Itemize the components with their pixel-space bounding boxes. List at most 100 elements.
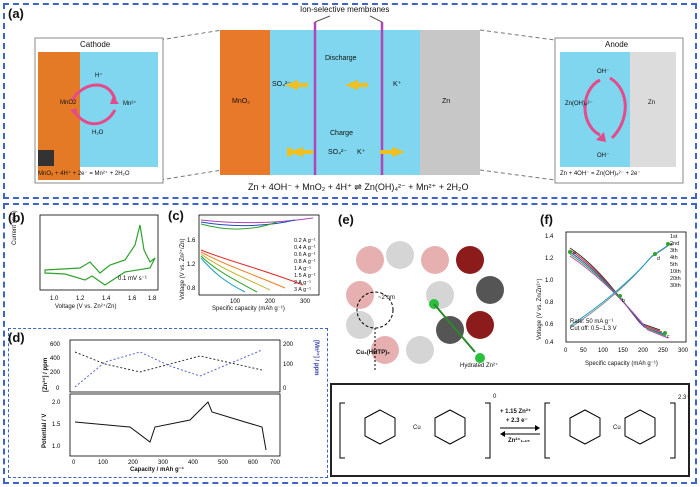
d-ylabel-bottom: Potential / V: [42, 413, 48, 448]
d-ytick-b3: 1.0: [52, 444, 61, 450]
mn-series: [74, 349, 263, 388]
d-xtick-2: 200: [128, 460, 139, 466]
lower-frame: [3, 203, 697, 484]
charge-label: Charge: [330, 130, 353, 137]
reaction-mid: + 2.3 e⁻: [506, 418, 528, 424]
mof-name: Cu₃(HHTP)₂: [356, 350, 390, 356]
f-xtick-0: 0: [564, 348, 568, 354]
c-xlabel: Specific capacity (mAh g⁻¹): [212, 306, 285, 312]
cathode-h-plus: H⁺: [95, 73, 103, 79]
so4-bottom: SO₄²⁻: [328, 149, 347, 156]
c-xtick-3: 300: [300, 299, 311, 305]
c-legend-item: 0.6 A g⁻¹: [294, 252, 316, 258]
f-ytick-1: 1.4: [545, 234, 554, 240]
f-legend-item: 2nd: [670, 241, 680, 247]
cell-zn: Zn: [442, 98, 451, 105]
k-bottom: K⁺: [357, 149, 366, 156]
c-ytick-2: 1.2: [187, 262, 196, 268]
panel-f-chart: 1.4 1.2 1.0 0.8 0.6 0.4 0 50 100 150 200…: [545, 231, 689, 354]
f-point-b: b: [622, 298, 625, 304]
d-xtick-4: 400: [188, 460, 199, 466]
panel-f-label: (f): [540, 212, 553, 227]
f-legend-item: 3th: [670, 248, 678, 254]
b-xtick-4: 1.6: [128, 296, 137, 302]
b-xlabel: Voltage (V vs. Zn²⁺/Zn): [55, 304, 117, 310]
d-ytick-l4: 0: [56, 386, 60, 392]
panel-b-label: (b): [8, 210, 25, 225]
cv-curve: [44, 224, 156, 286]
panel-e-label: (e): [338, 212, 354, 227]
d-ylabel-right: [Mn²⁺] / ppm: [313, 340, 319, 376]
reaction-scheme: [339, 402, 676, 459]
c-legend-item: 2 A g⁻¹: [294, 280, 311, 286]
panel-a-graphic: [34, 15, 684, 184]
b-ylabel: Current (mA): [12, 210, 18, 245]
anode-title: Anode: [605, 40, 629, 49]
f-xtick-1: 50: [580, 348, 587, 354]
panel-b-chart: 1.0 1.2 1.4 1.6 1.8 0.1 mV s⁻¹: [39, 214, 159, 302]
d-xtick-5: 500: [218, 460, 229, 466]
f-legend-item: 5th: [670, 262, 678, 268]
d-ytick-l3: 200: [50, 370, 61, 376]
b-annotation: 0.1 mV s⁻¹: [118, 276, 147, 282]
panel-c-chart: 1.6 1.2 0.8 100 200 300: [187, 214, 320, 305]
anode-oh-top: OH⁻: [597, 69, 610, 75]
f-xtick-2: 100: [598, 348, 609, 354]
f-ylabel: Voltage (V vs. Zn/Zn²⁺): [537, 278, 543, 340]
reaction-bottom: Zn²⁺₁.₁₅: [508, 438, 530, 444]
charge-right: 2.3⁻: [678, 395, 690, 401]
b-xtick-5: 1.8: [148, 296, 157, 302]
anode-equation: Zn + 4OH⁻ = Zn(OH)₄²⁻ + 2e⁻: [560, 171, 641, 177]
f-legend-item: 10th: [670, 269, 681, 275]
cu-left: Cu: [413, 425, 421, 431]
anode-zincate: Zn(OH)₄²⁻: [565, 101, 593, 107]
panel-d-frame: [8, 328, 328, 478]
panel-a-label: (a): [8, 6, 24, 21]
panel-d-label: (d): [8, 330, 25, 345]
c-ylabel: Voltage (V vs. Zn²⁺/Zn): [180, 238, 186, 300]
c-ytick-1: 1.6: [187, 238, 196, 244]
potential-curve: [74, 401, 267, 451]
c-ytick-3: 0.8: [187, 286, 196, 292]
f-ytick-5: 0.6: [545, 322, 554, 328]
zn-series: [74, 351, 263, 373]
cell-mno2: MnO₂: [232, 98, 250, 105]
d-xtick-3: 300: [158, 460, 169, 466]
f-xtick-6: 300: [678, 348, 689, 354]
d-ytick-b2: 1.5: [52, 422, 61, 428]
f-ytick-2: 1.2: [545, 256, 554, 262]
panel-d-chart: 600 400 200 0 200 100 0 2.0 1.5 1.0 0 10…: [50, 339, 294, 466]
anode-oh-bottom: OH⁻: [597, 153, 610, 159]
d-ytick-b1: 2.0: [52, 400, 61, 406]
f-ytick-4: 0.8: [545, 300, 554, 306]
b-xtick-3: 1.4: [102, 296, 111, 302]
c-legend-item: 3 A g⁻¹: [294, 287, 311, 293]
f-legend: 1st 2nd 3th 4th 5th 10th 20th 30th: [670, 234, 681, 290]
c-legend-item: 0.4 A g⁻¹: [294, 245, 316, 251]
reaction-box: [330, 383, 690, 477]
d-xtick-1: 100: [98, 460, 109, 466]
f-xtick-4: 200: [638, 348, 649, 354]
cathode-mn2-plus: Mn²⁺: [123, 101, 137, 107]
f-xlabel: Specific capacity (mAh g⁻¹): [585, 361, 658, 367]
pore-label: ~2 nm: [378, 295, 395, 301]
cathode-mno2: MnO2: [60, 100, 77, 106]
c-legend-item: 1 A g⁻¹: [294, 266, 311, 272]
d-ytick-r1: 200: [283, 342, 294, 348]
k-top: K⁺: [393, 81, 402, 88]
f-note-cutoff: Cut off: 0.5–1.3 V: [570, 326, 617, 332]
panel-c-label: (c): [168, 208, 184, 223]
d-xtick-0: 0: [72, 460, 76, 466]
c-legend-item: 0.2 A g⁻¹: [294, 238, 316, 244]
f-ytick-6: 0.4: [545, 340, 554, 346]
d-ytick-r3: 0: [283, 386, 287, 392]
cu-right: Cu: [613, 425, 621, 431]
cathode-h2o: H₂O: [92, 130, 104, 136]
c-legend-item: 0.8 A g⁻¹: [294, 259, 316, 265]
f-legend-item: 1st: [670, 234, 678, 240]
d-xlabel: Capacity / mAh g⁻¹: [130, 467, 184, 473]
d-xtick-6: 600: [248, 460, 259, 466]
hydrated-zn-label: Hydrated Zn²⁺: [460, 363, 499, 369]
f-xtick-3: 150: [618, 348, 629, 354]
f-point-e: e: [670, 242, 673, 248]
